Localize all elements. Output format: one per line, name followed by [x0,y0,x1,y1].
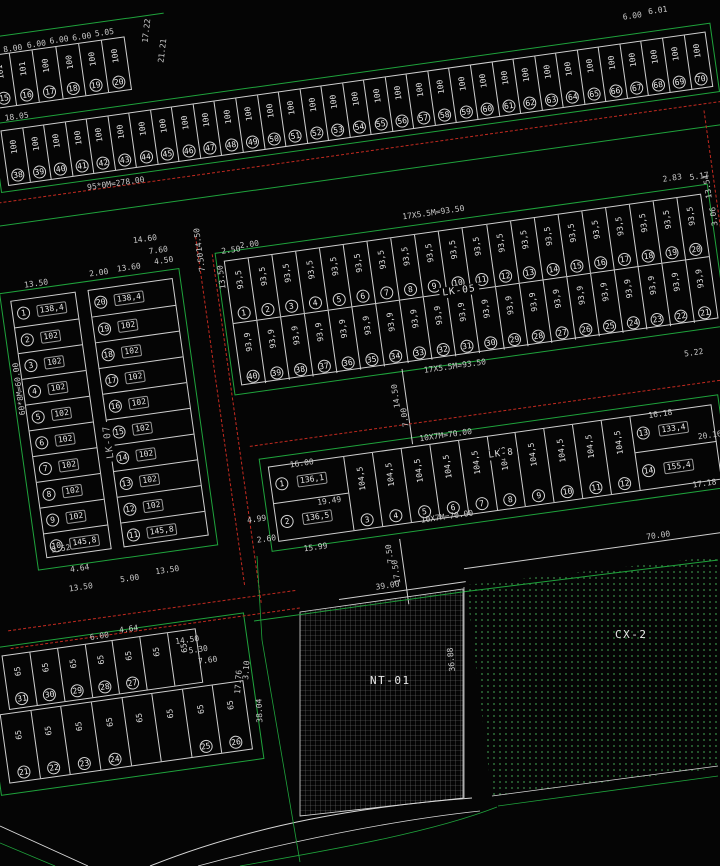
road-edge-curve [197,810,481,866]
boundary-line [491,765,719,797]
boundary-line [497,775,719,807]
boundary-line [253,559,719,622]
zone-cx2-dots [466,556,720,796]
boundary-line [256,555,301,863]
road-edge-line [0,825,89,866]
road-edge-curve [239,806,498,866]
zone-nt01-hatch [299,588,464,817]
boundary-line [0,842,56,866]
road-edge-curve [149,797,473,866]
